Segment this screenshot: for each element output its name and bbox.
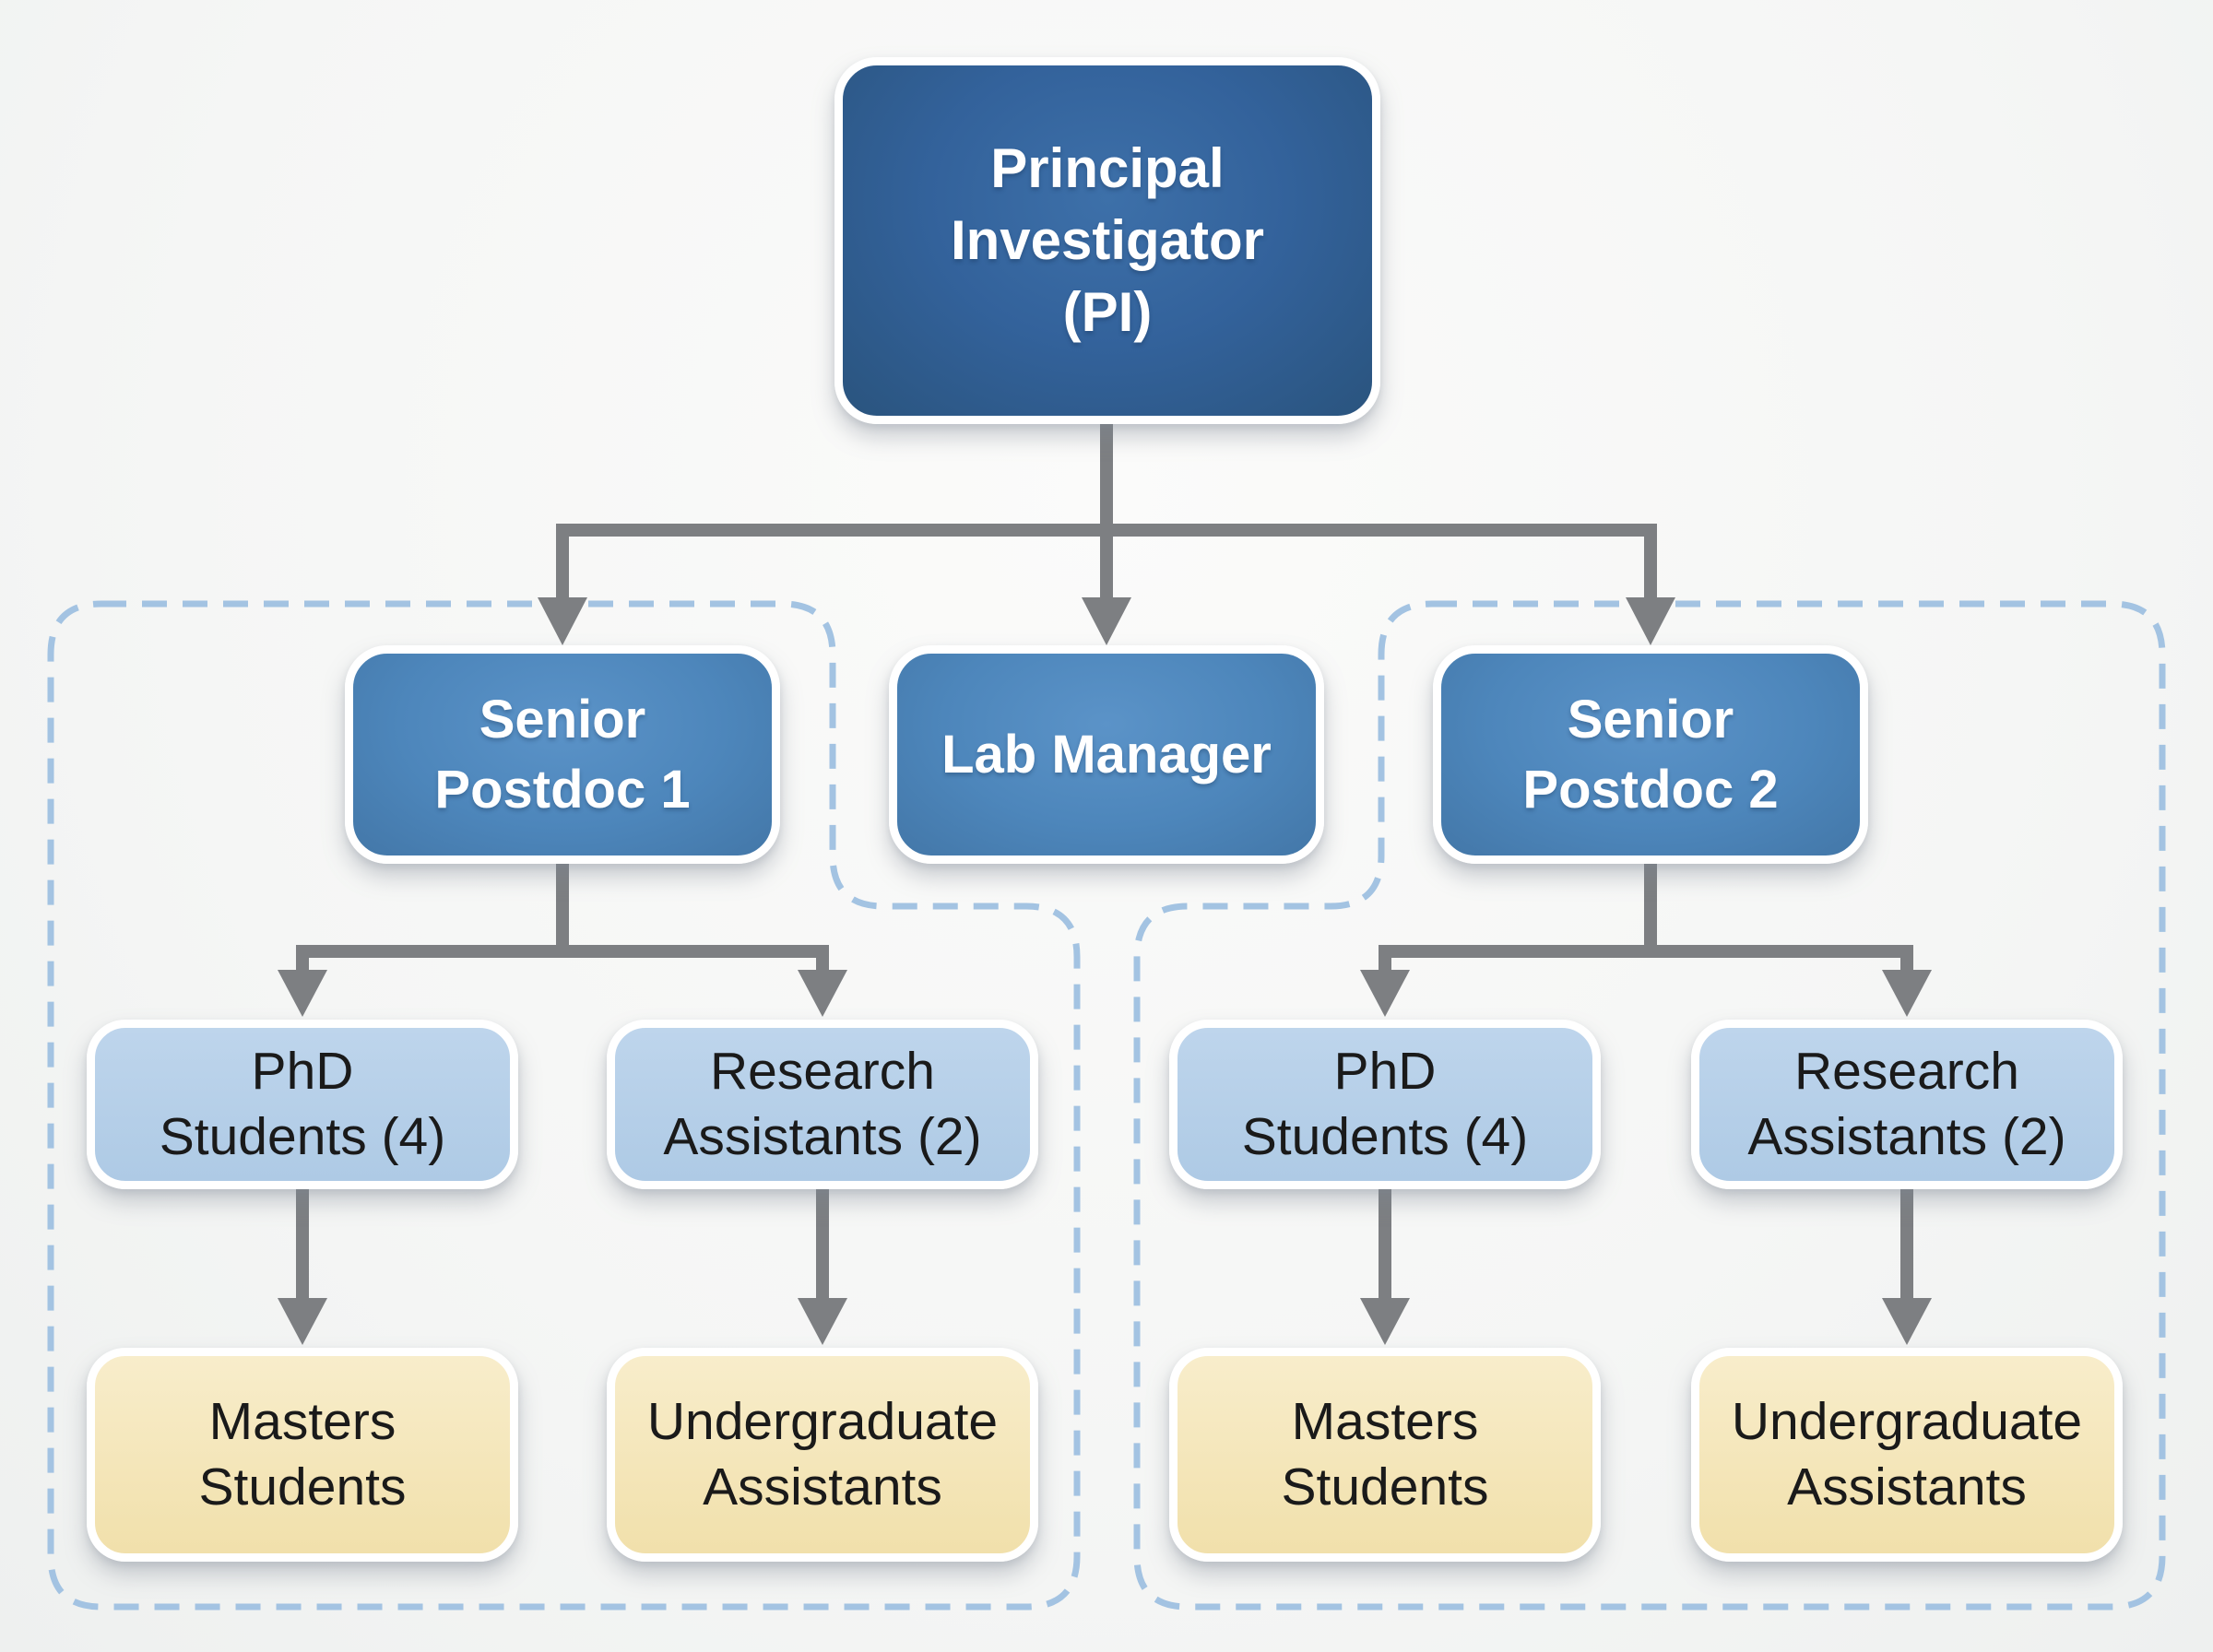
node-undergraduate-assistants-2-label: Undergraduate Assistants: [1731, 1392, 2083, 1516]
arrows-senior-postdoc-1-to-children: [278, 862, 847, 1017]
arrowhead-sp2-to-research-assistants-2: [1882, 970, 1932, 1017]
node-research-assistants-1-label: Research Assistants (2): [663, 1042, 982, 1166]
node-research-assistants-1: Research Assistants (2): [607, 1020, 1038, 1189]
node-undergraduate-assistants-2: Undergraduate Assistants: [1691, 1348, 2123, 1562]
arrows-senior-postdoc-2-to-children: [1360, 862, 1932, 1017]
node-senior-postdoc-1: Senior Postdoc 1: [345, 645, 780, 864]
node-masters-students-2: Masters Students: [1169, 1348, 1601, 1562]
node-principal-investigator: Principal Investigator (PI): [834, 57, 1380, 424]
node-lab-manager-label: Lab Manager: [941, 724, 1272, 785]
node-phd-students-2-label: PhD Students (4): [1241, 1042, 1529, 1166]
arrowhead-phd1-to-masters1: [278, 1298, 327, 1345]
dashed-group-right-outline: [1133, 600, 2166, 1611]
node-undergraduate-assistants-1-label: Undergraduate Assistants: [646, 1392, 999, 1516]
arrows-level3-to-level4: [278, 1189, 1932, 1345]
node-phd-students-1: PhD Students (4): [87, 1020, 518, 1189]
dashed-group-left-outline: [47, 600, 1081, 1611]
node-masters-students-1-label: Masters Students: [198, 1392, 407, 1516]
node-masters-students-1: Masters Students: [87, 1348, 518, 1562]
node-phd-students-1-label: PhD Students (4): [159, 1042, 446, 1166]
arrowhead-phd2-to-masters2: [1360, 1298, 1410, 1345]
arrowhead-pi-to-senior-postdoc-1: [538, 597, 587, 645]
arrowhead-ra1-to-undergrad1: [798, 1298, 847, 1345]
node-research-assistants-2-label: Research Assistants (2): [1747, 1042, 2066, 1166]
node-senior-postdoc-2-label: Senior Postdoc 2: [1522, 690, 1779, 820]
node-principal-investigator-label: Principal Investigator (PI): [950, 137, 1265, 343]
arrowhead-sp1-to-research-assistants-1: [798, 970, 847, 1017]
node-senior-postdoc-2: Senior Postdoc 2: [1433, 645, 1868, 864]
node-phd-students-2: PhD Students (4): [1169, 1020, 1601, 1189]
arrows-pi-to-level2: [538, 419, 1675, 645]
node-lab-manager: Lab Manager: [889, 645, 1324, 864]
arrowhead-pi-to-senior-postdoc-2: [1626, 597, 1675, 645]
arrowhead-sp1-to-phd-students-1: [278, 970, 327, 1017]
node-undergraduate-assistants-1: Undergraduate Assistants: [607, 1348, 1038, 1562]
node-masters-students-2-label: Masters Students: [1281, 1392, 1489, 1516]
arrowhead-sp2-to-phd-students-2: [1360, 970, 1410, 1017]
node-senior-postdoc-1-label: Senior Postdoc 1: [434, 690, 691, 820]
arrowhead-ra2-to-undergrad2: [1882, 1298, 1932, 1345]
node-research-assistants-2: Research Assistants (2): [1691, 1020, 2123, 1189]
arrowhead-pi-to-lab-manager: [1082, 597, 1131, 645]
